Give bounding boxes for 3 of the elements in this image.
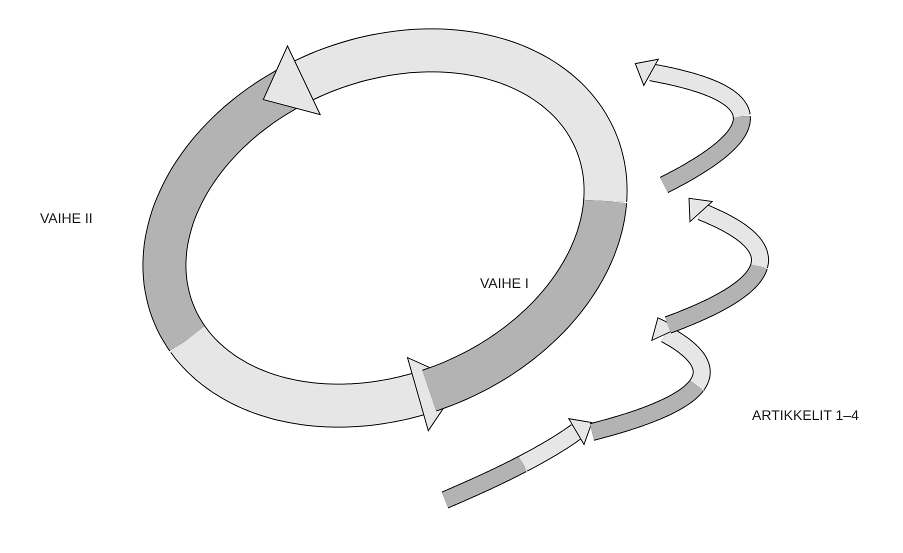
phase-label: VAIHE I xyxy=(480,275,529,291)
phase-label: VAIHE II xyxy=(40,210,93,226)
articles-label: ARTIKKELIT 1–4 xyxy=(752,407,859,423)
